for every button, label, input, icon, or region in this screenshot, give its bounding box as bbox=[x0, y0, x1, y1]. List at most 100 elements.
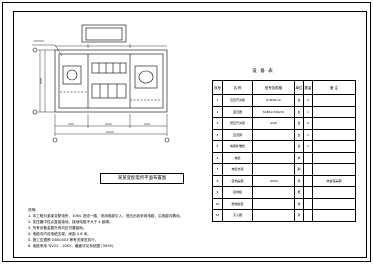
table-cell bbox=[252, 197, 295, 210]
table-header-row: 序号名 称型号及规格单位数量备 注 bbox=[212, 80, 356, 95]
table-header-cell: 数量 bbox=[303, 80, 313, 95]
axis-marker bbox=[32, 47, 38, 53]
table-cell bbox=[312, 94, 356, 107]
table-cell bbox=[312, 186, 356, 199]
table-cell bbox=[303, 186, 313, 199]
table-cell bbox=[303, 209, 313, 222]
table-cell: 1 bbox=[303, 105, 313, 118]
table-cell: GGD bbox=[252, 117, 295, 130]
right-room-equipment bbox=[134, 65, 158, 89]
entrance-room bbox=[81, 24, 127, 43]
note-line: 3. 所有设备金属外壳均应可靠接地。 bbox=[28, 226, 87, 230]
table-cell bbox=[312, 151, 356, 164]
drawing-notes: 说明: 1. 本工程为某某变配电所，10KV 进线一路，采用电缆引入，低压出线采… bbox=[28, 207, 228, 249]
note-line: 6. 电缆采用 YJV22 - 10KV，截面详见系统图 (3X95). bbox=[28, 244, 115, 248]
building-inner-wall bbox=[58, 53, 164, 109]
table-cell: 5 bbox=[212, 140, 223, 153]
table-cell: 10 bbox=[212, 197, 223, 210]
table-cell: 电缆支架 bbox=[222, 163, 253, 176]
table-cell bbox=[312, 117, 356, 130]
table-cell bbox=[312, 197, 356, 210]
table-cell bbox=[252, 128, 295, 141]
table-cell: 变压器 bbox=[222, 105, 253, 118]
note-line: 2. 变压器中性点直接接地，接地电阻不大于 4 欧姆。 bbox=[28, 220, 113, 224]
note-line: 4. 电缆沟内设电缆支架，间距 0.8 米。 bbox=[28, 232, 91, 236]
table-cell: 台 bbox=[294, 117, 304, 130]
table-cell: 11 bbox=[212, 209, 223, 222]
table-cell: 副 bbox=[294, 163, 304, 176]
table-cell: 台 bbox=[294, 140, 304, 153]
table-cell: 根 bbox=[294, 186, 304, 199]
table-cell bbox=[303, 163, 313, 176]
table-cell bbox=[252, 209, 295, 222]
table-cell bbox=[252, 186, 295, 199]
drawing-frame bbox=[13, 11, 367, 258]
axis-marker bbox=[52, 137, 58, 143]
table-cell bbox=[312, 209, 356, 222]
table-cell bbox=[252, 151, 295, 164]
axis-marker bbox=[164, 137, 170, 143]
table-cell: 7 bbox=[212, 163, 223, 176]
table-cell: 台 bbox=[294, 94, 304, 107]
table-cell: 1 bbox=[303, 140, 313, 153]
table-header-cell: 型号及规格 bbox=[252, 80, 295, 95]
table-cell bbox=[312, 163, 356, 176]
table-cell: 米 bbox=[294, 197, 304, 210]
table-cell: 6 bbox=[212, 151, 223, 164]
table-cell: 米 bbox=[294, 174, 304, 187]
table-cell bbox=[252, 163, 295, 176]
axis-marker bbox=[32, 109, 38, 115]
table-cell: 5 bbox=[303, 117, 313, 130]
table-cell: 高压开关柜 bbox=[222, 94, 253, 107]
table-cell: 热镀锌扁钢 bbox=[312, 174, 356, 187]
table-cell: 1 bbox=[303, 128, 313, 141]
equipment-table-title: 设 备 表 bbox=[252, 69, 274, 74]
table-cell: 3 bbox=[212, 117, 223, 130]
table-cell: 8 bbox=[212, 174, 223, 187]
table-cell: 4 bbox=[303, 94, 313, 107]
table-cell: 米 bbox=[294, 151, 304, 164]
table-cell: 电缆 bbox=[222, 151, 253, 164]
table-cell: 电容补偿柜 bbox=[222, 140, 253, 153]
table-cell: 具 bbox=[294, 209, 304, 222]
drawing-title: 某某变配电所平面布置图 bbox=[100, 173, 184, 184]
table-cell: 台 bbox=[294, 105, 304, 118]
table-cell: 2 bbox=[212, 105, 223, 118]
notes-heading: 说明: bbox=[28, 208, 37, 212]
table-cell: 台 bbox=[294, 128, 304, 141]
table-cell bbox=[312, 140, 356, 153]
table-header-cell: 序号 bbox=[212, 80, 223, 95]
table-cell bbox=[252, 140, 295, 153]
table-cell: 绝缘胶垫 bbox=[222, 197, 253, 210]
table-cell: 低压开关柜 bbox=[222, 117, 253, 130]
table-cell: 9 bbox=[212, 186, 223, 199]
entrance-room-inner bbox=[85, 27, 123, 41]
table-cell bbox=[312, 105, 356, 118]
table-header-cell: 名 称 bbox=[222, 80, 253, 95]
table-cell bbox=[312, 128, 356, 141]
table-cell: SCB10-500/10 bbox=[252, 105, 295, 118]
transformer bbox=[62, 65, 82, 85]
note-line: 1. 本工程为某某变配电所，10KV 进线一路，采用电缆引入，低压出线采用电缆，… bbox=[28, 214, 184, 218]
table-cell: 4 bbox=[212, 128, 223, 141]
table-cell: KYN28-12 bbox=[252, 94, 295, 107]
drawing-sheet bbox=[2, 2, 371, 262]
table-cell: 接地扁钢 bbox=[222, 174, 253, 187]
building-outline bbox=[54, 49, 168, 113]
table-cell bbox=[303, 197, 313, 210]
table-cell: -40X4 bbox=[252, 174, 295, 187]
table-header-cell: 单位 bbox=[294, 80, 304, 95]
table-cell bbox=[303, 174, 313, 187]
note-line: 5. 施工应遵照 GB50303 等有关规范执行。 bbox=[28, 238, 99, 242]
